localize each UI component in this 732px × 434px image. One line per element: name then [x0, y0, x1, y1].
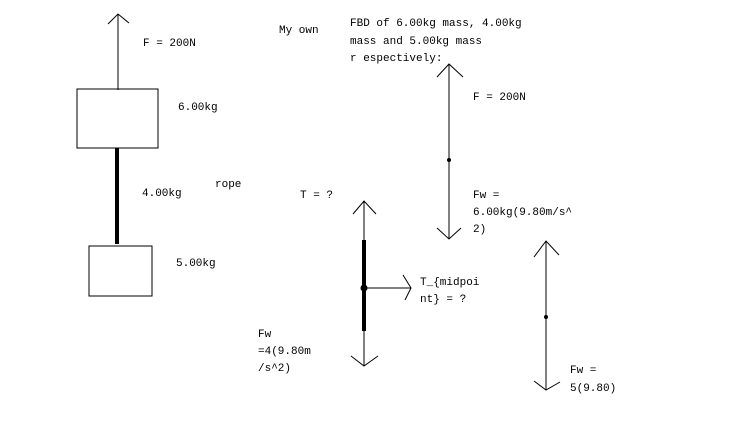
- mass-box-top: [76, 88, 159, 149]
- my-own-label: My own: [279, 25, 319, 37]
- mass-rope-label: 4.00kg: [142, 188, 182, 200]
- arrowhead-up-icon: [533, 240, 560, 258]
- weight-label: 6.00kg(9.80m/s^: [473, 207, 572, 219]
- fbd-bottom-mass: Fw = 5(9.80): [533, 240, 616, 395]
- arrowhead-down-icon: [533, 380, 561, 391]
- force-label: F = 200N: [473, 92, 526, 104]
- point-mass: [447, 158, 451, 162]
- title-line: mass and 5.00kg mass: [350, 36, 482, 48]
- weight-label: =4(9.80m: [258, 346, 311, 358]
- weight-label: Fw: [258, 329, 272, 341]
- arrowhead-down-icon: [350, 355, 379, 367]
- title-line: FBD of 6.00kg mass, 4.00kg: [350, 18, 522, 30]
- tension-label: T = ?: [300, 190, 333, 202]
- fbd-top-mass: F = 200N Fw = 6.00kg(9.80m/s^ 2): [436, 63, 572, 240]
- setup-diagram: F = 200N 6.00kg 4.00kg rope 5.00kg: [76, 13, 241, 297]
- weight-label: 5(9.80): [570, 383, 616, 395]
- mass-top-label: 6.00kg: [178, 102, 218, 114]
- weight-label: Fw =: [473, 190, 499, 202]
- arrowhead-up-icon: [352, 200, 377, 215]
- rope-label: rope: [215, 179, 241, 191]
- mass-bottom-label: 5.00kg: [176, 258, 216, 270]
- applied-force-label: F = 200N: [143, 38, 196, 50]
- arrowhead-down-icon: [436, 227, 462, 240]
- title-line: r espectively:: [350, 53, 442, 65]
- fbd-rope: T = ? T_{midpoi nt} = ? Fw =4(9.80m /s^2…: [258, 190, 480, 375]
- arrowhead-icon: [107, 13, 130, 25]
- mass-box-bottom: [88, 245, 153, 297]
- weight-label: Fw =: [570, 365, 596, 377]
- arrowhead-right-icon: [402, 274, 412, 301]
- weight-label: /s^2): [258, 363, 291, 375]
- midpoint-tension-label: T_{midpoi: [420, 277, 480, 289]
- arrowhead-up-icon: [436, 63, 464, 78]
- midpoint-tension-label: nt} = ?: [420, 294, 466, 306]
- weight-label: 2): [473, 224, 486, 236]
- point-mass: [544, 315, 548, 319]
